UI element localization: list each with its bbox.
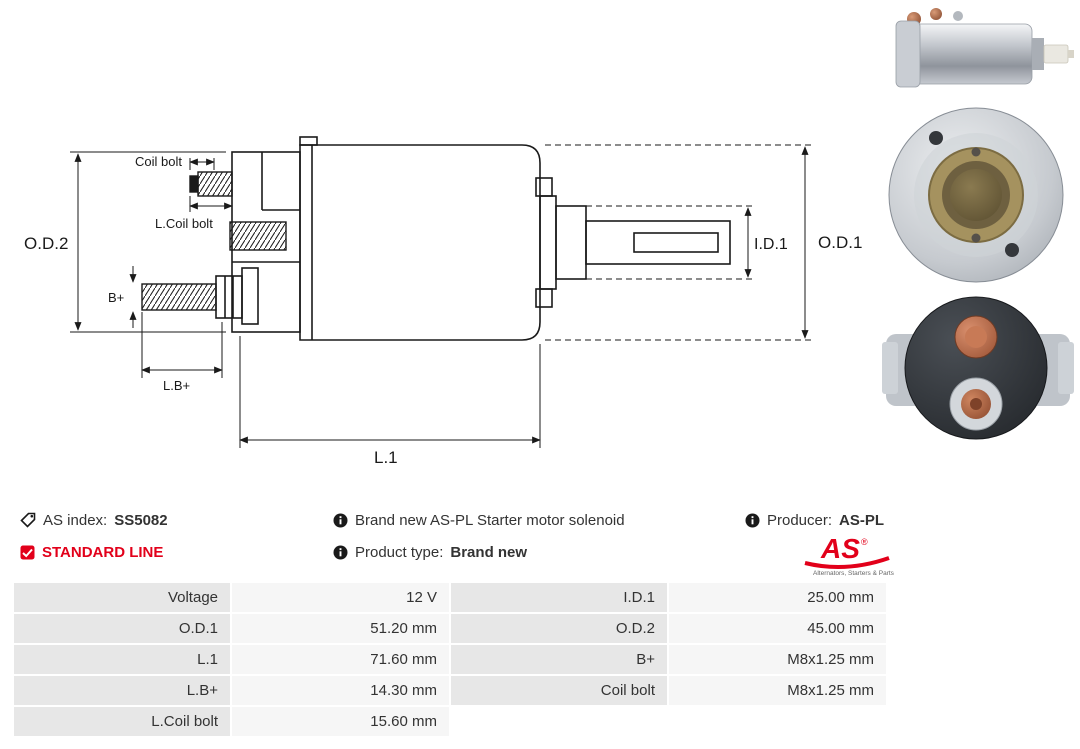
spec-value-cell: 25.00 mm	[669, 583, 886, 612]
dim-label-od1: O.D.1	[818, 233, 862, 252]
description-row: Brand new AS-PL Starter motor solenoid	[333, 509, 625, 531]
product-photo-side	[895, 8, 1074, 88]
producer-row: Producer: AS-PL	[745, 509, 884, 531]
as-pl-logo-tagline: Alternators, Starters & Parts	[813, 570, 894, 577]
product-description: Brand new AS-PL Starter motor solenoid	[355, 511, 625, 529]
spec-value-cell: M8x1.25 mm	[669, 676, 886, 705]
product-type-value: Brand new	[450, 543, 528, 561]
svg-text:®: ®	[861, 537, 868, 547]
producer-label: Producer:	[767, 511, 833, 529]
info-icon	[333, 513, 348, 527]
dimension-lines	[70, 144, 812, 448]
tag-icon	[20, 512, 36, 528]
producer-value: AS-PL	[839, 511, 885, 529]
dim-label-b-plus: B+	[108, 290, 124, 305]
spec-label-cell: L.B+	[14, 676, 230, 705]
spec-value-cell: 15.60 mm	[232, 707, 449, 736]
standard-line-label: STANDARD LINE	[42, 543, 164, 561]
spec-label-cell: Coil bolt	[451, 676, 667, 705]
threaded-bolts	[141, 171, 287, 311]
dim-label-id1: I.D.1	[754, 236, 788, 253]
solenoid-outline	[215, 136, 731, 341]
product-type-row: Product type: Brand new	[333, 541, 527, 563]
spec-label-cell: O.D.1	[14, 614, 230, 643]
spec-value-cell: 14.30 mm	[232, 676, 449, 705]
spec-label-cell: I.D.1	[451, 583, 667, 612]
as-pl-logo: AS ® Alternators, Starters & Parts	[799, 531, 895, 582]
spec-filler-cell	[888, 583, 1074, 612]
as-pl-logo-text: AS	[820, 533, 860, 564]
spec-value-cell: 45.00 mm	[669, 614, 886, 643]
spec-label-cell: O.D.2	[451, 614, 667, 643]
as-index-label: AS index:	[43, 511, 108, 529]
dim-label-coil-bolt: Coil bolt	[135, 154, 182, 169]
spec-value-cell: 12 V	[232, 583, 449, 612]
spec-table: Voltage 12 V I.D.1 25.00 mm O.D.1 51.20 …	[14, 583, 1074, 736]
spec-value-cell: M8x1.25 mm	[669, 645, 886, 674]
product-photo-front	[888, 107, 1064, 283]
spec-filler-cell	[888, 707, 1074, 736]
spec-label-cell: L.1	[14, 645, 230, 674]
spec-value-cell: 51.20 mm	[232, 614, 449, 643]
spec-filler-cell	[888, 645, 1074, 674]
info-icon	[333, 545, 348, 559]
as-index-row: AS index: SS5082	[20, 509, 168, 531]
product-type-label: Product type:	[355, 543, 444, 561]
spec-filler-cell	[888, 614, 1074, 643]
as-index-value: SS5082	[114, 511, 168, 529]
spec-label-cell: L.Coil bolt	[14, 707, 230, 736]
spec-value-cell	[669, 707, 886, 736]
dim-label-l-coil-bolt: L.Coil bolt	[155, 216, 213, 231]
technical-diagram: O.D.2 O.D.1 I.D.1 L.1 Coil bolt L.Coil b…	[24, 136, 862, 467]
dim-label-od2: O.D.2	[24, 234, 68, 253]
info-icon	[745, 513, 760, 527]
spec-label-cell: Voltage	[14, 583, 230, 612]
spec-value-cell: 71.60 mm	[232, 645, 449, 674]
dim-label-l1: L.1	[374, 448, 398, 467]
spec-filler-cell	[888, 676, 1074, 705]
checked-checkbox-icon	[20, 545, 35, 559]
product-photo-back	[882, 296, 1074, 440]
spec-label-cell: B+	[451, 645, 667, 674]
standard-line-row: STANDARD LINE	[20, 541, 163, 563]
dim-label-l-b-plus: L.B+	[163, 378, 190, 393]
spec-label-cell	[451, 707, 667, 736]
